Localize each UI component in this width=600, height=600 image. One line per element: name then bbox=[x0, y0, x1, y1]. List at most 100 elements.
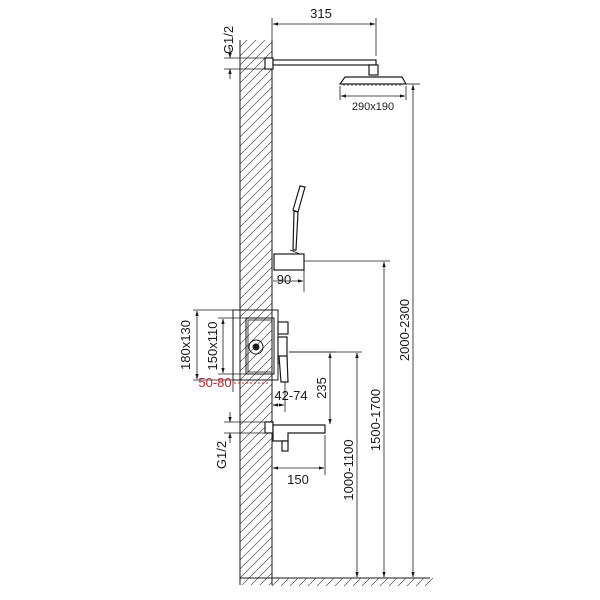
wall-hatch-line bbox=[240, 212, 272, 246]
wall-hatch-line bbox=[240, 203, 272, 237]
floor-hatch-line bbox=[298, 577, 308, 587]
hand-shower-head bbox=[292, 185, 306, 213]
wall-hatch-line bbox=[240, 167, 272, 201]
overhead-shower bbox=[264, 57, 408, 86]
wall-hatch-line bbox=[240, 437, 272, 471]
floor-hatch-line bbox=[406, 577, 416, 587]
floor-hatch-line bbox=[388, 577, 398, 587]
spout-gap-label: 235 bbox=[314, 377, 329, 399]
spout-length-label: 150 bbox=[287, 472, 309, 487]
bottom-thread-dimension: G1/2 bbox=[214, 412, 265, 469]
top-thread-dimension: G1/2 bbox=[221, 26, 265, 79]
wall-hatch-line bbox=[240, 104, 272, 138]
wall-hatch-line bbox=[240, 68, 272, 102]
wall-hatch-line bbox=[240, 284, 272, 318]
wall-hatch-line bbox=[240, 518, 272, 552]
wall-offset-label: 42-74 bbox=[274, 388, 307, 403]
wall-hatch-line bbox=[240, 257, 272, 291]
holder-width-dimension: 90 bbox=[273, 270, 305, 292]
wall-hatch-line bbox=[240, 383, 272, 417]
wall-hatch-line bbox=[240, 536, 272, 570]
hand-shower-set bbox=[273, 185, 306, 271]
head-swivel-joint bbox=[368, 64, 379, 76]
wall-hatch-line bbox=[240, 428, 272, 462]
hand-shower-holder bbox=[273, 253, 305, 271]
wall bbox=[239, 6, 273, 585]
wall-hatch-line bbox=[240, 77, 272, 111]
head-height-label: 2000-2300 bbox=[397, 299, 412, 361]
floor-hatching bbox=[271, 577, 434, 587]
floor-hatch-line bbox=[271, 577, 281, 587]
wall-hatch-line bbox=[240, 473, 272, 507]
diverter-knob bbox=[277, 321, 289, 335]
bottom-wall-connector bbox=[264, 421, 274, 434]
wall-hatch-line bbox=[240, 356, 272, 390]
wall-hatch-line bbox=[240, 230, 272, 264]
wall-hatch-line bbox=[240, 347, 272, 381]
holder-height-label: 1500-1700 bbox=[368, 389, 383, 451]
wall-hatch-line bbox=[240, 455, 272, 489]
wall-hatch-line bbox=[240, 239, 272, 273]
wall-hatch-line bbox=[240, 194, 272, 228]
floor-hatch-line bbox=[424, 577, 434, 587]
holder-width-label: 90 bbox=[277, 272, 291, 287]
mixer-height-dimension: 1000-1100 bbox=[289, 351, 362, 578]
head-size-label: 290x190 bbox=[352, 101, 394, 113]
wall-hatch-line bbox=[240, 365, 272, 399]
bottom-thread-label: G1/2 bbox=[214, 441, 229, 469]
wall-hatch-line bbox=[240, 122, 272, 156]
floor-hatch-line bbox=[289, 577, 299, 587]
wall-hatch-line bbox=[268, 581, 272, 585]
wall-hatch-line bbox=[240, 410, 272, 444]
wall-hatch-line bbox=[240, 311, 272, 345]
wall-hatch-line bbox=[240, 40, 257, 57]
wall-hatch-line bbox=[240, 464, 272, 498]
top-thread-label: G1/2 bbox=[221, 26, 236, 54]
wall-hatch-line bbox=[259, 572, 272, 585]
wall-hatch-line bbox=[240, 491, 272, 525]
floor-hatch-line bbox=[334, 577, 344, 587]
wall-hatch-line bbox=[240, 545, 272, 579]
arm-length-label: 315 bbox=[310, 6, 332, 21]
floor-hatch-line bbox=[280, 577, 290, 587]
spout-outlet bbox=[281, 440, 289, 452]
holder-height-dimension: 1500-1700 bbox=[304, 260, 390, 578]
wall-hatch-line bbox=[240, 140, 272, 174]
wall-hatch-line bbox=[240, 40, 266, 66]
wall-hatch-line bbox=[240, 113, 272, 147]
concealed-mixer bbox=[232, 309, 289, 383]
shower-arm bbox=[272, 59, 377, 66]
wall-hatch-line bbox=[240, 509, 272, 543]
spout-body bbox=[272, 424, 326, 442]
mixer-cartridge bbox=[248, 339, 264, 355]
wall-hatch-line bbox=[240, 149, 272, 183]
wall-hatching bbox=[240, 6, 272, 585]
wall-hatch-line bbox=[240, 266, 272, 300]
rain-shower-head bbox=[338, 76, 408, 85]
wall-hatch-line bbox=[240, 40, 248, 48]
mixer-lever bbox=[278, 355, 289, 383]
wall-hatch-line bbox=[240, 275, 272, 309]
floor-hatch-line bbox=[307, 577, 317, 587]
floor-hatch-line bbox=[343, 577, 353, 587]
floor-hatch-line bbox=[397, 577, 407, 587]
box-inner-label: 150x110 bbox=[205, 322, 220, 371]
recess-depth-label: 50-80 bbox=[198, 375, 231, 390]
floor-hatch-line bbox=[361, 577, 371, 587]
box-outer-dimension: 180x130 bbox=[178, 309, 233, 381]
wall-hatch-line bbox=[240, 482, 272, 516]
wall-hatch-line bbox=[240, 392, 272, 426]
wall-hatch-line bbox=[240, 6, 272, 38]
wall-hatch-line bbox=[240, 401, 272, 435]
wall-hatch-line bbox=[240, 185, 272, 219]
wall-hatch-line bbox=[240, 86, 272, 120]
wall-hatch-line bbox=[240, 95, 272, 129]
wall-hatch-line bbox=[240, 158, 272, 192]
head-height-dimension: 2000-2300 bbox=[397, 83, 420, 578]
head-size-dimension: 290x190 bbox=[339, 86, 407, 113]
bath-spout bbox=[264, 421, 326, 452]
arm-length-dimension: 315 bbox=[271, 6, 377, 56]
box-recess-inner bbox=[245, 317, 275, 375]
floor-hatch-line bbox=[325, 577, 335, 587]
